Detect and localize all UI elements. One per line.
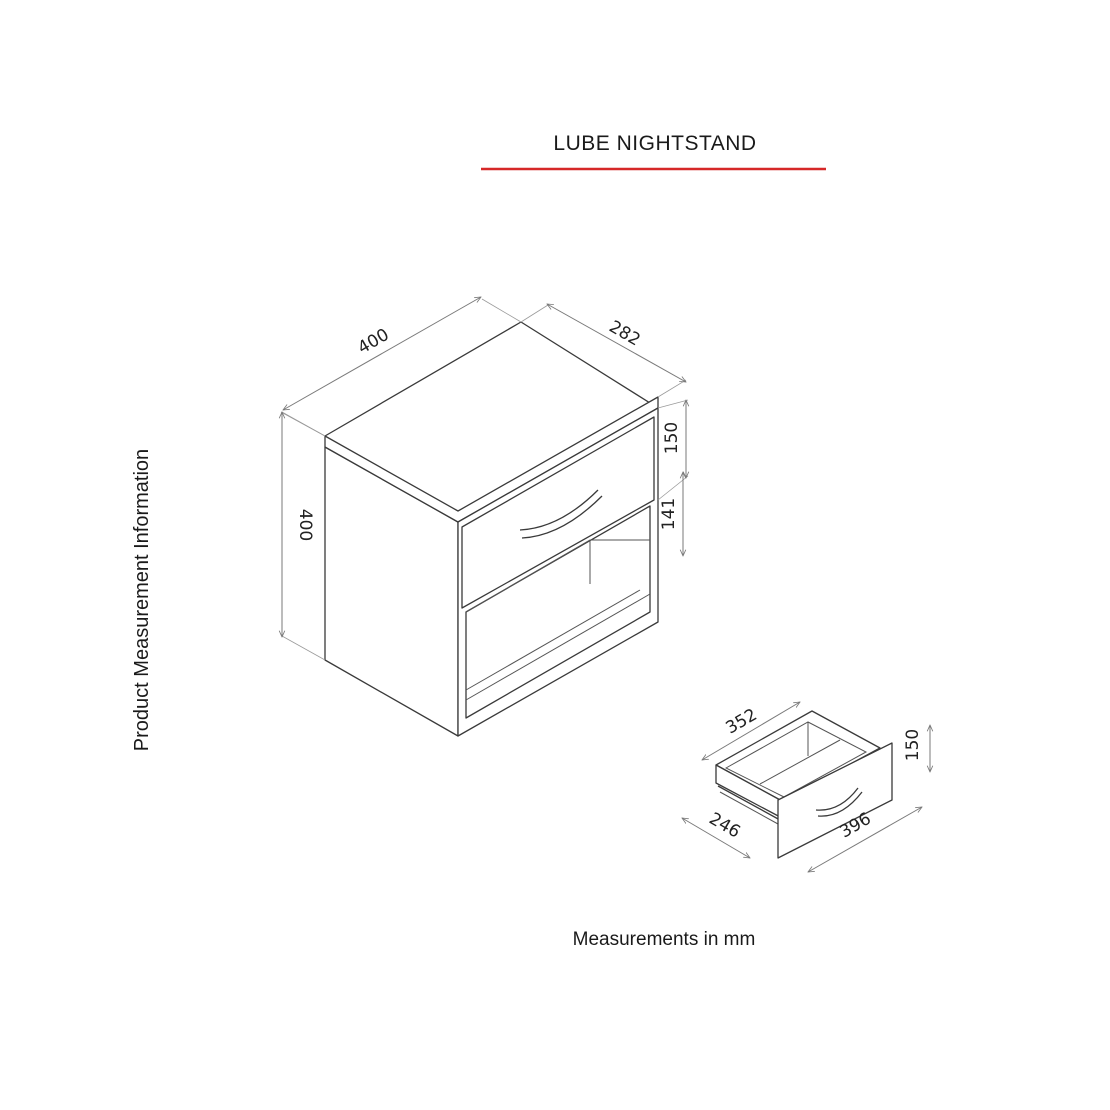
ext-line bbox=[657, 379, 687, 398]
ext-line bbox=[657, 399, 689, 409]
dim-drawer-inner-width-line bbox=[682, 818, 750, 858]
drawer-front-panel bbox=[777, 742, 893, 859]
nightstand-drawer-front bbox=[461, 416, 655, 609]
drawer-handle-back bbox=[521, 495, 603, 539]
dim-depth-line bbox=[547, 304, 686, 382]
dim-width-line bbox=[283, 297, 481, 410]
dim-drawer-front-width-line bbox=[808, 807, 922, 872]
ext-line bbox=[281, 635, 326, 661]
dim-drawer-fheight-label: 150 bbox=[903, 729, 923, 761]
drawer-inner-floor bbox=[759, 739, 841, 785]
drawer-runner bbox=[719, 791, 779, 825]
page-title: LUBE NIGHTSTAND bbox=[553, 132, 756, 155]
ext-line bbox=[520, 304, 549, 323]
dim-drawer-depth-line bbox=[702, 702, 800, 760]
dim-width-label: 400 bbox=[354, 325, 392, 359]
ext-line bbox=[481, 298, 522, 323]
nightstand-shelf-lip bbox=[465, 593, 651, 701]
side-label: Product Measurement Information bbox=[131, 449, 153, 751]
dim-height-label: 400 bbox=[295, 509, 315, 541]
dim-shelf-height-label: 141 bbox=[659, 498, 679, 530]
measurement-note: Measurements in mm bbox=[573, 929, 756, 950]
drawer-drawing bbox=[682, 702, 930, 872]
drawer-runner bbox=[717, 785, 781, 821]
dim-depth-label: 282 bbox=[605, 317, 643, 351]
ext-line bbox=[281, 411, 326, 437]
nightstand-shelf-floor bbox=[465, 589, 641, 691]
dim-drawer-height-label: 150 bbox=[662, 422, 682, 454]
nightstand-drawing bbox=[281, 297, 689, 737]
dim-drawer-depth-label: 352 bbox=[722, 705, 760, 739]
drawer-handle bbox=[519, 489, 599, 531]
dim-drawer-inner-width-label: 246 bbox=[705, 809, 743, 843]
